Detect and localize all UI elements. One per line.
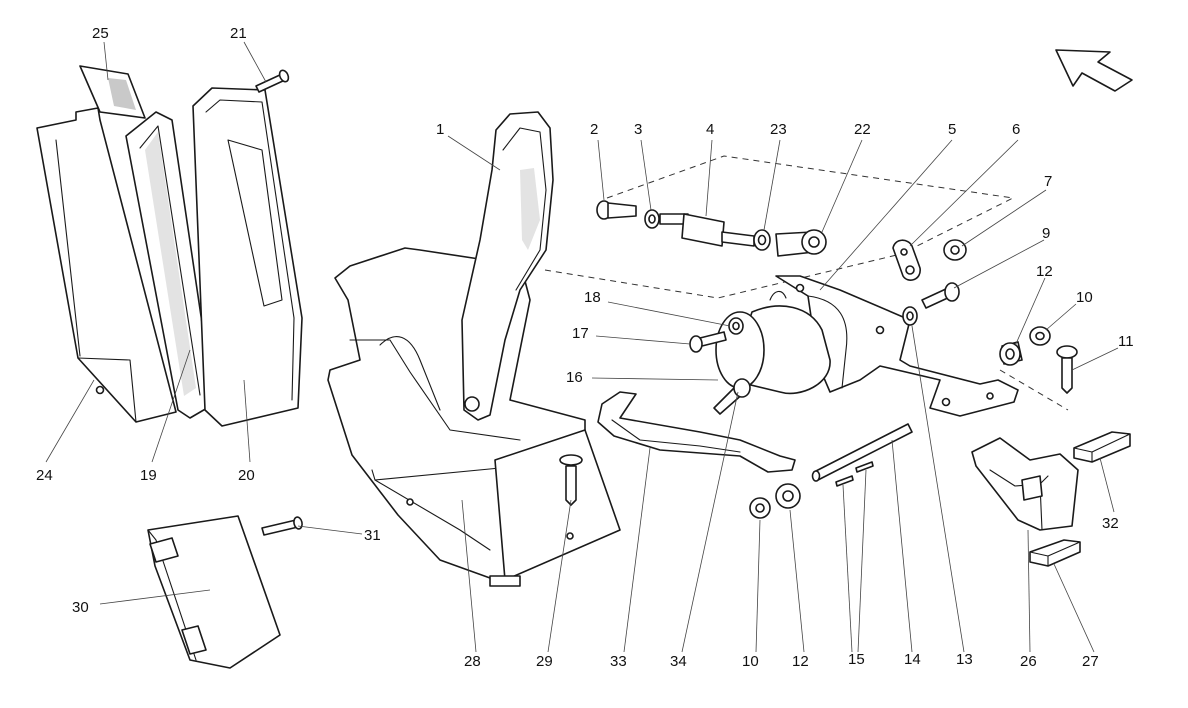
callout-28: 28 bbox=[464, 653, 481, 670]
callout-18: 18 bbox=[584, 289, 601, 306]
callout-20: 20 bbox=[238, 467, 255, 484]
callout-7: 7 bbox=[1044, 173, 1052, 190]
part-33-spring-arm bbox=[597, 391, 796, 473]
part-34-bolt bbox=[713, 378, 751, 415]
part-24-rear-cover bbox=[36, 107, 177, 423]
part-19-pedal-pad bbox=[125, 111, 215, 419]
callout-10-lower: 10 bbox=[742, 653, 759, 670]
part-11-screw bbox=[1056, 345, 1078, 394]
callout-26: 26 bbox=[1020, 653, 1037, 670]
callout-13: 13 bbox=[956, 651, 973, 668]
callout-31: 31 bbox=[364, 527, 381, 544]
part-30-sensor-module bbox=[147, 515, 281, 669]
callout-21: 21 bbox=[230, 25, 247, 42]
callout-14: 14 bbox=[904, 651, 921, 668]
callout-15: 15 bbox=[848, 651, 865, 668]
callout-23: 23 bbox=[770, 121, 787, 138]
part-31-screw bbox=[261, 516, 303, 536]
part-25-top-trim bbox=[79, 65, 146, 119]
callout-25: 25 bbox=[92, 25, 109, 42]
callout-33: 33 bbox=[610, 653, 627, 670]
callout-3: 3 bbox=[634, 121, 642, 138]
part-1-pedal-arm bbox=[461, 111, 554, 421]
part-32-block bbox=[1073, 431, 1131, 463]
callout-4: 4 bbox=[706, 121, 714, 138]
part-17-bolt bbox=[689, 331, 727, 353]
part-10-washer-upper bbox=[1029, 326, 1051, 346]
callout-1: 1 bbox=[436, 121, 444, 138]
callout-16: 16 bbox=[566, 369, 583, 386]
part-27-small-block bbox=[1029, 539, 1081, 567]
callout-6: 6 bbox=[1012, 121, 1020, 138]
callout-12-upper: 12 bbox=[1036, 263, 1053, 280]
part-9-bolt bbox=[921, 282, 960, 309]
callout-32: 32 bbox=[1102, 515, 1119, 532]
leader-lines bbox=[45, 41, 1119, 653]
part-6-link-plate bbox=[892, 239, 921, 281]
part-2-bolt bbox=[596, 200, 637, 220]
callout-22: 22 bbox=[854, 121, 871, 138]
callout-27: 27 bbox=[1082, 653, 1099, 670]
part-28-pedal-housing bbox=[327, 247, 621, 587]
part-23-nut bbox=[753, 229, 771, 251]
part-15-cotter-pins bbox=[835, 461, 874, 487]
part-13-washer bbox=[902, 306, 918, 326]
assembly-guide-lines bbox=[544, 155, 1069, 411]
callout-24: 24 bbox=[36, 467, 53, 484]
callout-12-lower: 12 bbox=[792, 653, 809, 670]
callout-10-upper: 10 bbox=[1076, 289, 1093, 306]
part-20-pedal-plate bbox=[192, 87, 303, 427]
part-14-pin bbox=[811, 423, 913, 482]
part-21-screw bbox=[255, 69, 290, 93]
callout-19: 19 bbox=[140, 467, 157, 484]
part-12-bushing-lower bbox=[775, 483, 801, 509]
callout-34: 34 bbox=[670, 653, 687, 670]
callout-17: 17 bbox=[572, 325, 589, 342]
part-26-mounting-clip bbox=[971, 437, 1079, 531]
callout-5: 5 bbox=[948, 121, 956, 138]
callout-9: 9 bbox=[1042, 225, 1050, 242]
direction-arrow-icon bbox=[1055, 49, 1133, 92]
callout-labels: 25 21 1 2 3 4 23 22 5 6 7 9 12 10 11 18 … bbox=[36, 25, 1134, 670]
part-3-washer bbox=[644, 209, 660, 229]
part-22-bushing bbox=[775, 229, 827, 257]
callout-2: 2 bbox=[590, 121, 598, 138]
callout-29: 29 bbox=[536, 653, 553, 670]
part-16-cylinder-housing bbox=[715, 290, 831, 395]
callout-30: 30 bbox=[72, 599, 89, 616]
part-29-screw bbox=[559, 454, 583, 506]
part-12-bushing-upper bbox=[999, 341, 1023, 366]
part-10-washer-lower bbox=[749, 497, 771, 519]
callout-11: 11 bbox=[1118, 333, 1134, 350]
part-7-nut bbox=[943, 239, 967, 261]
part-4-spacer bbox=[659, 213, 755, 247]
part-18-washer bbox=[728, 317, 744, 335]
